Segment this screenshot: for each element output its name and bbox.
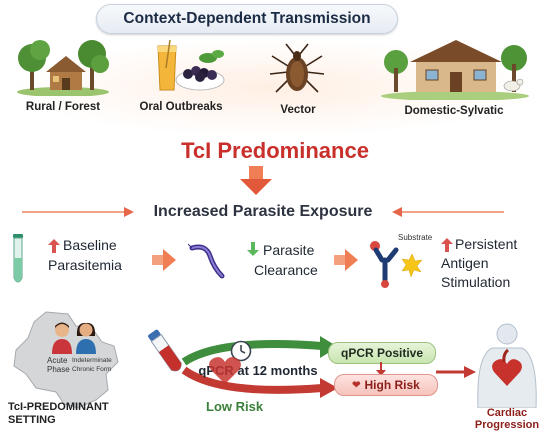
cardiac-arrow-icon [436,366,476,378]
predominance-heading: TcI Predominance [181,138,369,163]
antigen-label-1: Persistent [455,236,518,252]
flow-arrow-icon [152,249,176,271]
human-torso-heart-icon [477,323,537,408]
exposure-left-arrow-icon [22,207,134,217]
low-risk-label: Low Risk [206,399,264,414]
down-green-arrow-icon [247,242,259,256]
test-tube-icon [13,234,23,283]
qpcr-positive-pill: qPCR Positive [328,342,436,364]
down-arrow-icon [240,166,272,195]
title: Context-Dependent Transmission [123,10,371,27]
qpcr-positive-label: qPCR Positive [340,346,424,360]
title-banner: Context-Dependent Transmission [96,4,398,34]
cardiac-label-1: Cardiac [486,407,528,419]
baseline-label-1: Baseline [63,237,117,253]
flow-arrow-icon-2 [334,249,358,271]
antigen-label-3: Stimulation [441,274,511,290]
setting-label-1: TcI-PREDOMINANT [8,401,109,413]
substrate-label: Substrate [398,233,433,242]
chronic-form-line2: Chronic Form [72,366,112,373]
exposure-heading: Increased Parasite Exposure [153,203,373,220]
setting-label-2: SETTING [8,414,56,426]
high-risk-pill: ❤ High Risk [334,374,438,396]
pill-down-arrow-icon [376,362,386,376]
blood-tube-icon [148,329,182,372]
acute-phase-line2: Phase [47,365,70,374]
heart-small-icon: ❤ [352,379,361,391]
antigen-label-2: Antigen [441,255,489,271]
clearance-label-2: Clearance [254,262,318,278]
cardiac-label-2: Progression [474,419,540,431]
chronic-form-line1: Indeterminate [72,357,112,364]
up-arrow-icon-2 [441,238,453,252]
trypanosome-icon [188,243,225,279]
baseline-label-2: Parasitemia [48,257,122,273]
antibody-substrate-icon [370,241,423,288]
farmhouse-icon [381,40,529,100]
heart-icon [209,357,241,384]
scene-label-vector: Vector [280,104,316,116]
scene-label-domestic: Domestic-Sylvatic [404,105,504,117]
acute-phase-line1: Acute [47,356,68,365]
patient-female-icon [76,322,96,354]
clock-icon [230,340,252,362]
scene-label-oral: Oral Outbreaks [139,101,223,113]
juice-berries-icon [157,39,225,91]
patient-male-icon [52,322,72,354]
triatomine-bug-icon [269,43,325,93]
clearance-label-1: Parasite [263,242,315,258]
up-arrow-icon [48,239,60,253]
forest-hut-icon [17,40,109,96]
scene-label-rural: Rural / Forest [25,101,101,113]
exposure-right-arrow-icon [392,207,504,217]
high-risk-label: High Risk [364,378,420,392]
